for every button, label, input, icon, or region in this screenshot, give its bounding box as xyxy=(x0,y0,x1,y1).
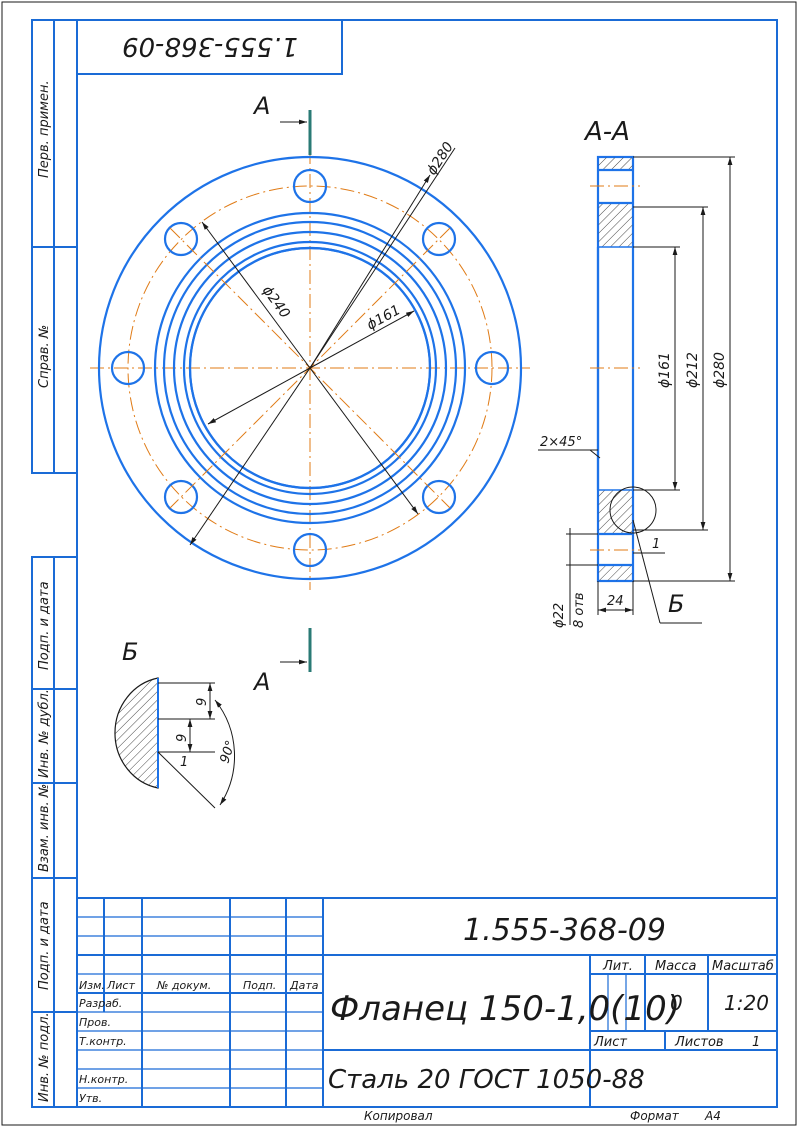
dim-holes-count: 8 отв xyxy=(572,592,587,628)
lit-label: Лит. xyxy=(602,959,633,974)
row-nkontr: Н.контр. xyxy=(79,1073,128,1086)
scale-value: 1:20 xyxy=(724,991,769,1015)
col-data: Дата xyxy=(289,979,319,992)
outer-contour xyxy=(97,155,523,581)
side-strip: Перв. примен. Справ. № Подп. и дата Инв.… xyxy=(31,19,78,1108)
col-doc: № докум. xyxy=(156,979,211,992)
bolt-holes xyxy=(110,168,510,568)
material: Сталь 20 ГОСТ 1050-88 xyxy=(328,1065,645,1095)
section-mark-a-top: А xyxy=(252,92,270,120)
dim-d161-section: ϕ161 xyxy=(657,352,673,388)
col-izm: Изм. xyxy=(79,979,105,992)
dim-detail-one: 1 xyxy=(180,755,188,770)
dim-chamfer: 2×45° xyxy=(540,435,582,450)
label-vzam-inv: Взам. инв. № xyxy=(37,784,52,872)
flange-main-view: ϕ280 ϕ240 ϕ161 А А xyxy=(90,92,530,696)
copied-label: Копировал xyxy=(364,1109,433,1123)
format-label: Формат xyxy=(630,1109,680,1123)
col-podp: Подп. xyxy=(243,979,276,992)
dim-d280-section: ϕ280 xyxy=(712,352,728,388)
label-podp-data-1: Подп. и дата xyxy=(37,581,52,670)
sheet-label: Лист xyxy=(593,1035,627,1050)
rotated-number-box: 1.555-368-09 xyxy=(76,19,343,75)
part-name: Фланец 150-1,0(10) xyxy=(330,989,680,1029)
mass-label: Масса xyxy=(655,959,696,974)
row-utv: Утв. xyxy=(79,1092,102,1105)
inner-frame xyxy=(76,19,778,1108)
detail-title: Б xyxy=(122,638,138,666)
dim-d280-main: ϕ280 xyxy=(424,139,457,178)
scale-label: Масштаб xyxy=(712,959,774,974)
detail-view-b: Б 9 9 90° 1 xyxy=(114,638,239,809)
dim-hole-diameter: ϕ22 xyxy=(552,603,567,628)
label-podp-data-2: Подп. и дата xyxy=(37,901,52,990)
section-title: А-А xyxy=(583,117,630,147)
title-block: 1.555-368-09 Фланец 150-1,0(10) Сталь 20… xyxy=(76,897,778,1108)
dim-d212: ϕ212 xyxy=(685,352,701,388)
dim-d161-main: ϕ161 xyxy=(364,302,403,333)
rotated-drawing-number: 1.555-368-09 xyxy=(122,31,298,61)
label-inv-dubl: Инв. № дубл. xyxy=(37,689,52,778)
dim-thickness: 24 xyxy=(607,594,624,609)
format-value: А4 xyxy=(704,1109,721,1123)
detail-mark-section: Б xyxy=(668,590,684,618)
mass-value: 0 xyxy=(670,991,683,1015)
dim-nine-outer: 9 xyxy=(195,698,210,706)
col-list: Лист xyxy=(106,979,135,992)
bolt-circle xyxy=(127,185,493,551)
section-view-a-a: А-А ϕ280 ϕ212 ϕ161 2×45° xyxy=(538,117,735,628)
label-perv-primen: Перв. примен. xyxy=(37,80,52,178)
drawing-number: 1.555-368-09 xyxy=(463,913,666,948)
section-mark-a-bottom: А xyxy=(252,668,270,696)
sheets-value: 1 xyxy=(752,1035,760,1050)
label-sprav-no: Справ. № xyxy=(37,325,52,388)
row-prov: Пров. xyxy=(79,1016,111,1029)
row-razrab: Разраб. xyxy=(79,997,122,1010)
dim-angle: 90° xyxy=(218,739,239,766)
label-inv-podl: Инв. № подл. xyxy=(37,1012,52,1102)
dim-nine-inner: 9 xyxy=(175,734,190,742)
sheets-label: Листов xyxy=(674,1035,724,1050)
dim-d240: ϕ240 xyxy=(259,283,293,322)
dim-groove-depth: 1 xyxy=(652,537,660,552)
row-tkontr: Т.контр. xyxy=(79,1035,127,1048)
